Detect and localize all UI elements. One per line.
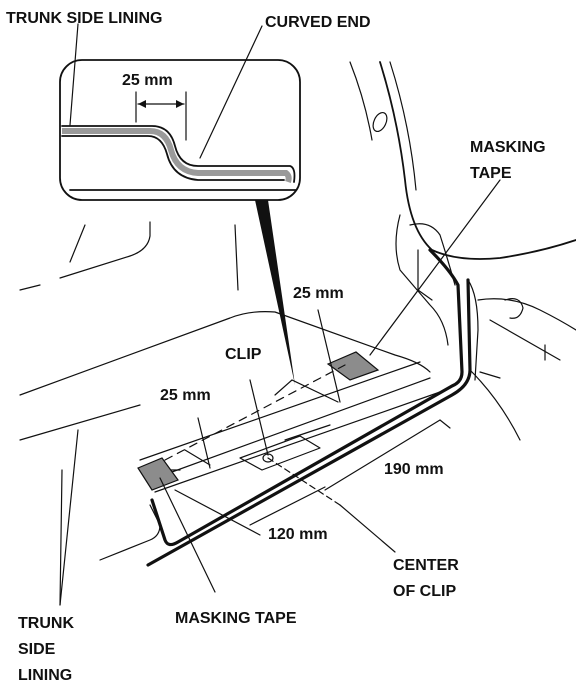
label-dim-120: 120 mm [268,526,328,543]
label-masking-tape-bottom: MASKING TAPE [175,610,297,627]
label-trunk-side-lining-bottom-line3: LINING [18,667,72,683]
trunk-lining-top-leader [69,23,79,126]
label-dim-190: 190 mm [384,461,444,478]
dimension-lines [59,179,501,606]
label-masking-tape-right-line2: TAPE [470,165,512,182]
curved-end-leader [199,25,263,159]
label-center-of-clip-line1: CENTER [393,557,459,574]
detail-callout [59,59,301,385]
label-trunk-side-lining-bottom-line2: SIDE [18,641,56,658]
lining-panel [139,361,441,493]
label-center-of-clip-line2: OF CLIP [393,583,456,600]
label-masking-tape-right-line1: MASKING [470,139,546,156]
label-dim-upper: 25 mm [293,285,344,302]
masking-tape-left [137,457,179,491]
masking-tape-right [326,351,380,381]
label-detail-dimension: 25 mm [122,72,173,89]
label-dim-left: 25 mm [160,387,211,404]
label-trunk-side-lining-bottom-line1: TRUNK [18,615,74,632]
label-curved-end: CURVED END [265,14,371,31]
label-trunk-side-lining-top: TRUNK SIDE LINING [6,10,162,27]
label-clip: CLIP [225,346,262,363]
trunk-body-structure [19,61,576,606]
